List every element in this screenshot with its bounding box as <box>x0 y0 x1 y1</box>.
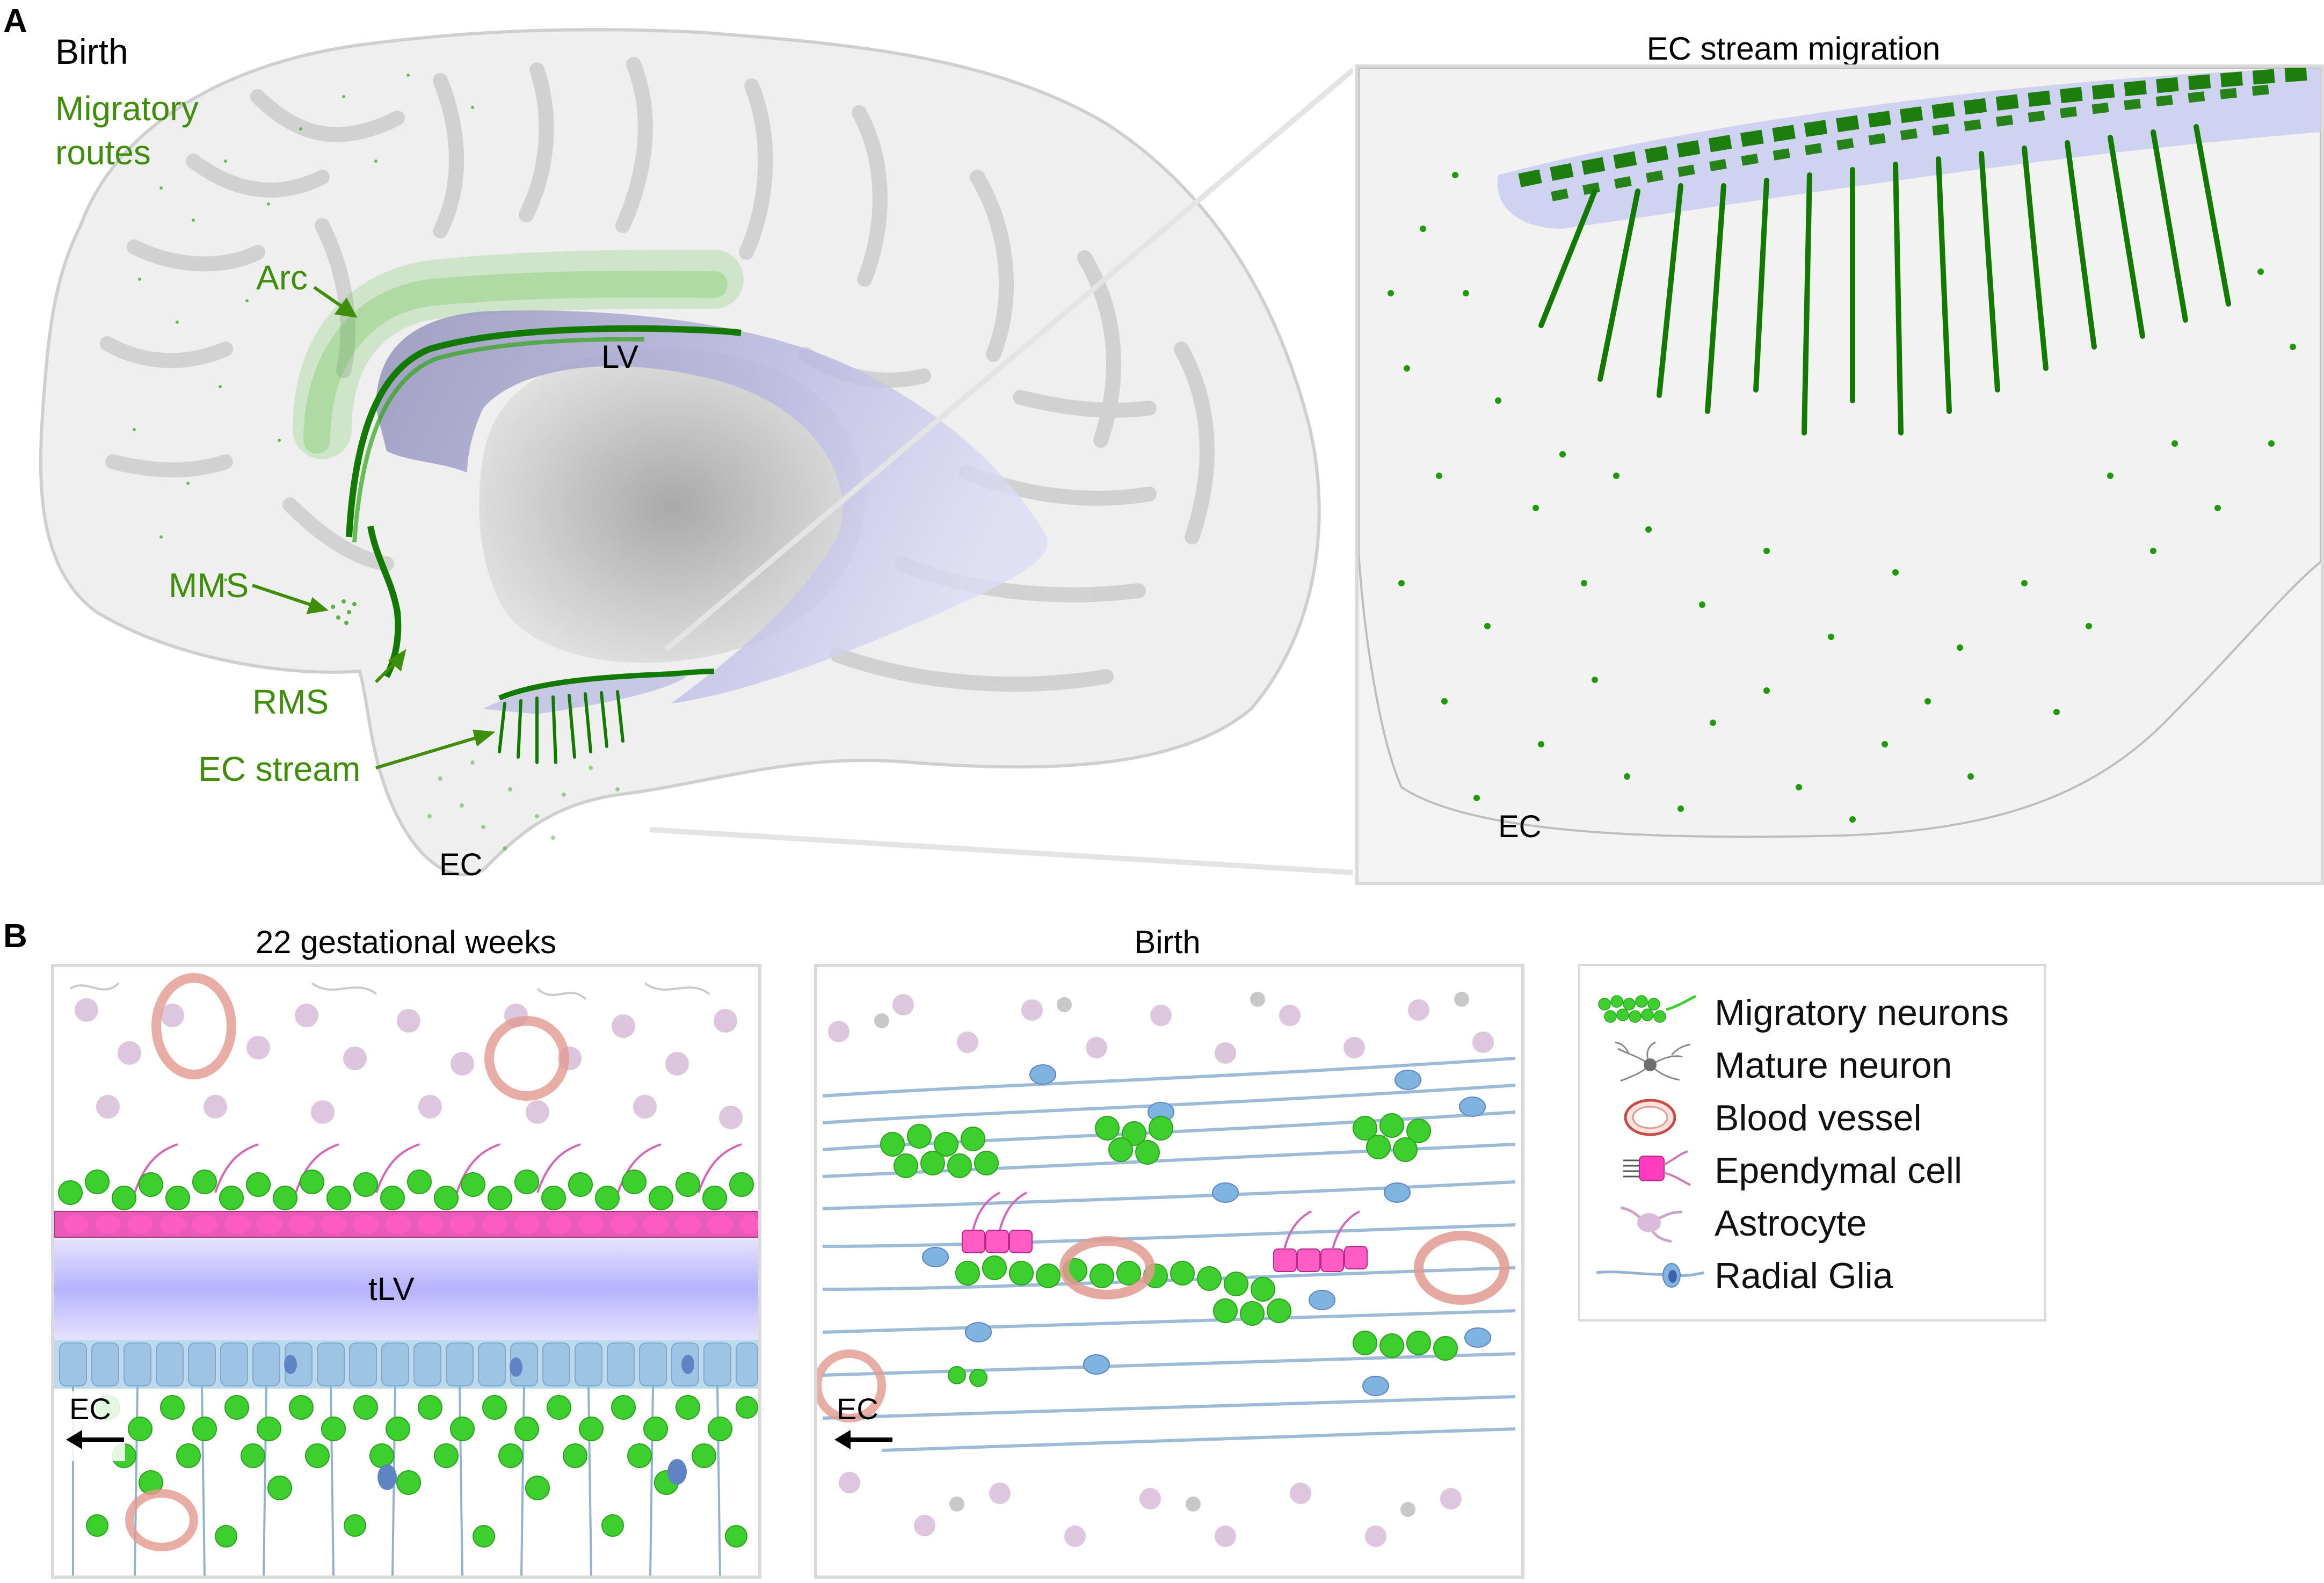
migratory-neurons-icon <box>1598 994 1697 1023</box>
panel-b-birth: EC <box>814 964 1524 1579</box>
panel-b-right-ec-label: EC <box>837 1392 878 1426</box>
panel-b-left-ec-label: EC <box>69 1392 111 1426</box>
panel-b-22gw: tLV EC <box>51 964 761 1579</box>
legend-row-migratory-neurons: Migratory neurons <box>1580 985 2044 1038</box>
panel-a-title: Birth <box>55 32 128 71</box>
panel-b-22gw-illustration <box>54 973 758 1575</box>
legend-row-mature-neuron: Mature neuron <box>1580 1038 2044 1091</box>
legend-row-astrocyte: Astrocyte <box>1580 1196 2044 1248</box>
brain-illustration <box>39 28 1353 876</box>
legend-label: Radial Glia <box>1715 1255 1893 1296</box>
label-arc: Arc <box>256 258 308 297</box>
legend-label: Mature neuron <box>1715 1045 1952 1086</box>
label-mms: MMS <box>169 566 249 605</box>
panel-b-right-title: Birth <box>1134 924 1201 960</box>
legend-row-blood-vessel: Blood vessel <box>1580 1091 2044 1143</box>
inset-illustration <box>1359 68 2321 838</box>
legend-label: Migratory neurons <box>1715 992 2009 1033</box>
legend-row-radial-glia: Radial Glia <box>1580 1248 2044 1301</box>
panel-b-left-title: 22 gestational weeks <box>255 924 557 960</box>
panel-letter-b: B <box>3 918 27 955</box>
inset-ec-label: EC <box>1498 809 1542 844</box>
radial-glia-icon <box>1596 1263 1704 1288</box>
label-ec-stream: EC stream <box>198 750 361 788</box>
legend-label: Blood vessel <box>1715 1098 1922 1138</box>
label-lv: LV <box>601 339 638 375</box>
panel-a-subtitle-line2: routes <box>55 133 151 172</box>
label-rms: RMS <box>252 682 329 721</box>
panel-letter-a: A <box>3 3 27 40</box>
panel-b-birth-illustration <box>817 992 1516 1547</box>
astrocyte-icon <box>1620 1206 1683 1243</box>
ependymal-cell-icon <box>1623 1150 1691 1186</box>
inset-ec-stream-migration: EC <box>1355 64 2324 885</box>
legend-label: Ependymal cell <box>1715 1150 1963 1191</box>
inset-title: EC stream migration <box>1646 31 1941 67</box>
legend: Migratory neurons Mature neuron Blood ve… <box>1578 964 2046 1321</box>
legend-label: Astrocyte <box>1715 1203 1867 1244</box>
legend-row-ependymal-cell: Ependymal cell <box>1580 1143 2044 1196</box>
tlv-label: tLV <box>368 1271 415 1307</box>
panel-a-subtitle-line1: Migratory <box>55 89 199 128</box>
mature-neuron-icon <box>1615 1041 1691 1082</box>
blood-vessel-icon <box>1624 1099 1676 1136</box>
label-ec: EC <box>439 847 483 882</box>
